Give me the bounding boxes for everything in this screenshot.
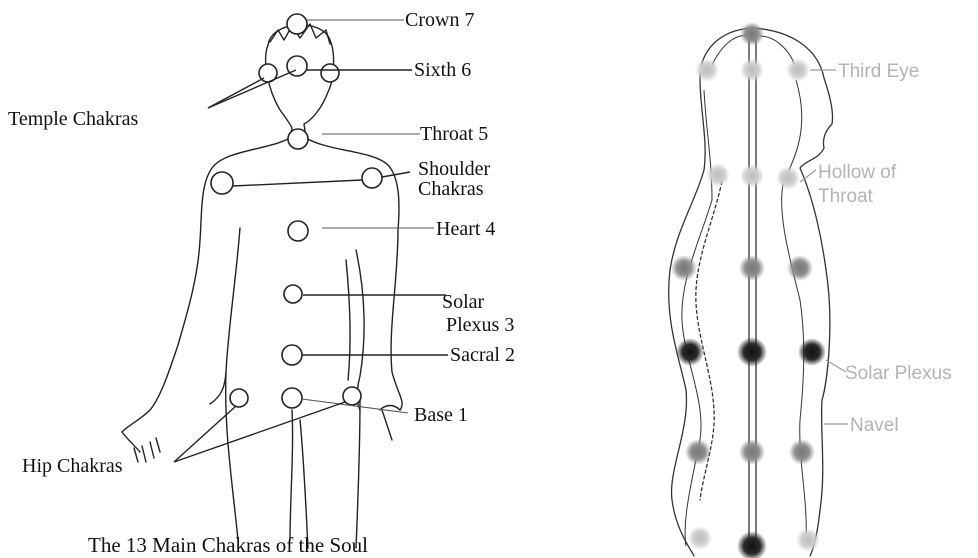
point-back-throat [706,163,730,187]
shoulder-label-line2: Chakras [418,178,484,200]
right-labels: Third Eye Hollow of Throat Solar Plexus … [818,61,952,436]
left-chakra-diagram: Crown 7 Sixth 6 Temple Chakras Throat 5 … [8,9,515,557]
point-front-heart [787,255,813,281]
navel-label: Navel [850,415,899,436]
throat-chakra [288,129,308,149]
solar-label-line2: Plexus 3 [446,314,514,336]
shoulder-chakra-right [362,168,382,188]
hollow-label-line1: Hollow of [818,162,897,183]
hip-chakra-left [230,389,248,407]
point-front-throat [776,166,800,190]
point-center-navel [739,439,765,465]
center-column-points [737,22,767,558]
point-center-throat [740,164,764,188]
chakra-circles [211,14,382,408]
point-back-navel [685,439,711,465]
left-labels: Crown 7 Sixth 6 Temple Chakras Throat 5 … [8,9,515,557]
point-back-heart [671,255,697,281]
temple-label: Temple Chakras [8,108,138,130]
temple-chakra-right [321,64,339,82]
point-back-base [688,526,712,550]
point-center-heart [739,255,765,281]
third-eye-label: Third Eye [838,61,919,82]
heart-label: Heart 4 [436,218,495,240]
flow-line-front [782,80,807,540]
crown-chakra [287,14,307,34]
sixth-label: Sixth 6 [414,59,471,81]
sacral-label: Sacral 2 [450,344,515,366]
profile-outline-back [669,28,752,556]
point-center-third-eye [740,58,764,82]
point-center-solar [737,337,767,367]
sacral-chakra [282,345,302,365]
point-center-crown [740,22,764,46]
point-front-navel [789,439,815,465]
hip-label: Hip Chakras [22,455,123,477]
point-front-base [796,528,820,552]
hip-chakra-right [343,387,361,405]
profile-outline-front [752,28,833,556]
hollow-label-line2: Throat [818,186,874,207]
throat-label: Throat 5 [420,123,488,145]
back-column-points [671,58,730,550]
right-leader-lines [800,70,848,424]
point-front-solar [798,338,826,366]
base-chakra [282,388,302,408]
right-energy-flow-diagram: Third Eye Hollow of Throat Solar Plexus … [669,22,952,558]
human-body-outline [122,24,402,548]
point-center-base [737,531,767,558]
heart-chakra [288,221,308,241]
base-label: Base 1 [414,404,468,426]
point-front-third-eye [786,58,810,82]
shoulder-label-line1: Shoulder [418,158,491,180]
point-back-third-eye [695,58,719,82]
crown-label: Crown 7 [405,9,474,31]
diagram-caption: The 13 Main Chakras of the Soul [88,533,368,557]
solar-plexus-label: Solar Plexus [845,363,952,384]
solar-plexus-chakra [284,285,302,303]
left-leader-lines [174,20,448,462]
point-back-solar [676,338,704,366]
solar-label-line1: Solar [442,291,485,313]
shoulder-chakra-left [211,172,233,194]
